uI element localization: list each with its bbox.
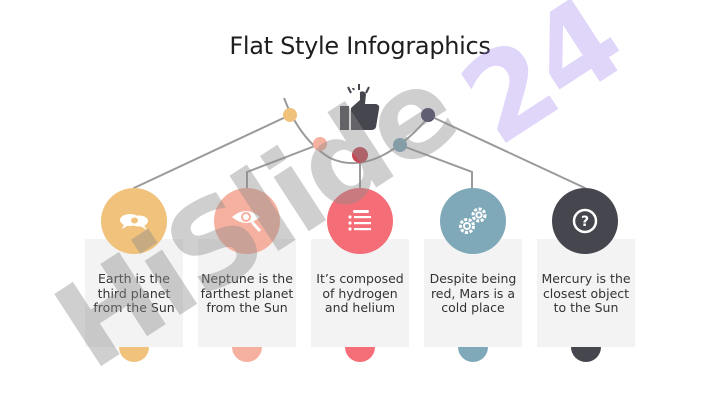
card-text-4: Despite being red, Mars is a cold place — [421, 271, 525, 316]
circle-1 — [101, 188, 167, 254]
card-text-3: It’s composed of hydrogen and helium — [308, 271, 412, 316]
card-text-2: Neptune is the farthest planet from the … — [195, 271, 299, 316]
circle-4 — [440, 188, 506, 254]
node-dot-2 — [313, 137, 327, 151]
card-1 — [85, 239, 183, 347]
card-3 — [311, 239, 409, 347]
circle-3 — [327, 188, 393, 254]
card-text-5: Mercury is the closest object to the Sun — [534, 271, 638, 316]
card-5-line-1: Mercury is the — [541, 271, 631, 286]
branch-line-1 — [133, 114, 291, 194]
node-dot-5 — [421, 108, 435, 122]
card-1-line-2: third planet — [97, 285, 171, 301]
branch-line-5 — [427, 114, 586, 194]
speech-bubbles-icon — [120, 214, 148, 230]
card-4-line-1: Despite being — [429, 271, 517, 286]
card-1-line-3: from the Sun — [93, 300, 175, 315]
card-1-line-1: Earth is the — [98, 271, 170, 286]
bottom-dot-5 — [571, 347, 601, 362]
branch-line-2 — [246, 143, 321, 194]
node-dot-4 — [393, 138, 407, 152]
circle-5: ? — [552, 188, 618, 254]
thumbs-up-icon — [340, 88, 380, 130]
node-dot-3 — [352, 147, 368, 163]
bottom-dot-3 — [345, 347, 375, 362]
card-5 — [537, 239, 635, 347]
card-5-line-3: to the Sun — [553, 300, 619, 315]
card-3-line-2: of hydrogen — [322, 285, 398, 301]
list-icon — [348, 210, 371, 231]
card-4-line-2: red, Mars is a — [430, 285, 516, 301]
card-3-line-1: It’s composed — [316, 271, 404, 286]
arc-curve — [283, 97, 433, 165]
question-icon: ? — [572, 208, 598, 234]
card-2-line-1: Neptune is the — [201, 271, 293, 286]
circle-2 — [214, 188, 280, 254]
card-2 — [198, 239, 296, 347]
card-2-line-3: from the Sun — [206, 300, 288, 315]
thumbs-up-sparks — [347, 84, 370, 94]
node-dot-1 — [283, 108, 297, 122]
slide-title: Flat Style Infographics — [229, 32, 491, 60]
card-4 — [424, 239, 522, 347]
bottom-dot-1 — [119, 347, 149, 362]
card-2-line-2: farthest planet — [200, 285, 294, 301]
eye-magnifier-icon — [232, 211, 262, 232]
gears-icon — [459, 207, 487, 234]
card-text-1: Earth is the third planet from the Sun — [82, 271, 186, 316]
bottom-dot-2 — [232, 347, 262, 362]
card-5-line-2: closest object — [542, 285, 630, 301]
bottom-dot-4 — [458, 347, 488, 362]
branch-line-4 — [399, 144, 473, 194]
svg-text:?: ? — [581, 214, 589, 230]
card-3-line-3: and helium — [324, 300, 396, 315]
card-4-line-3: cold place — [441, 300, 505, 315]
